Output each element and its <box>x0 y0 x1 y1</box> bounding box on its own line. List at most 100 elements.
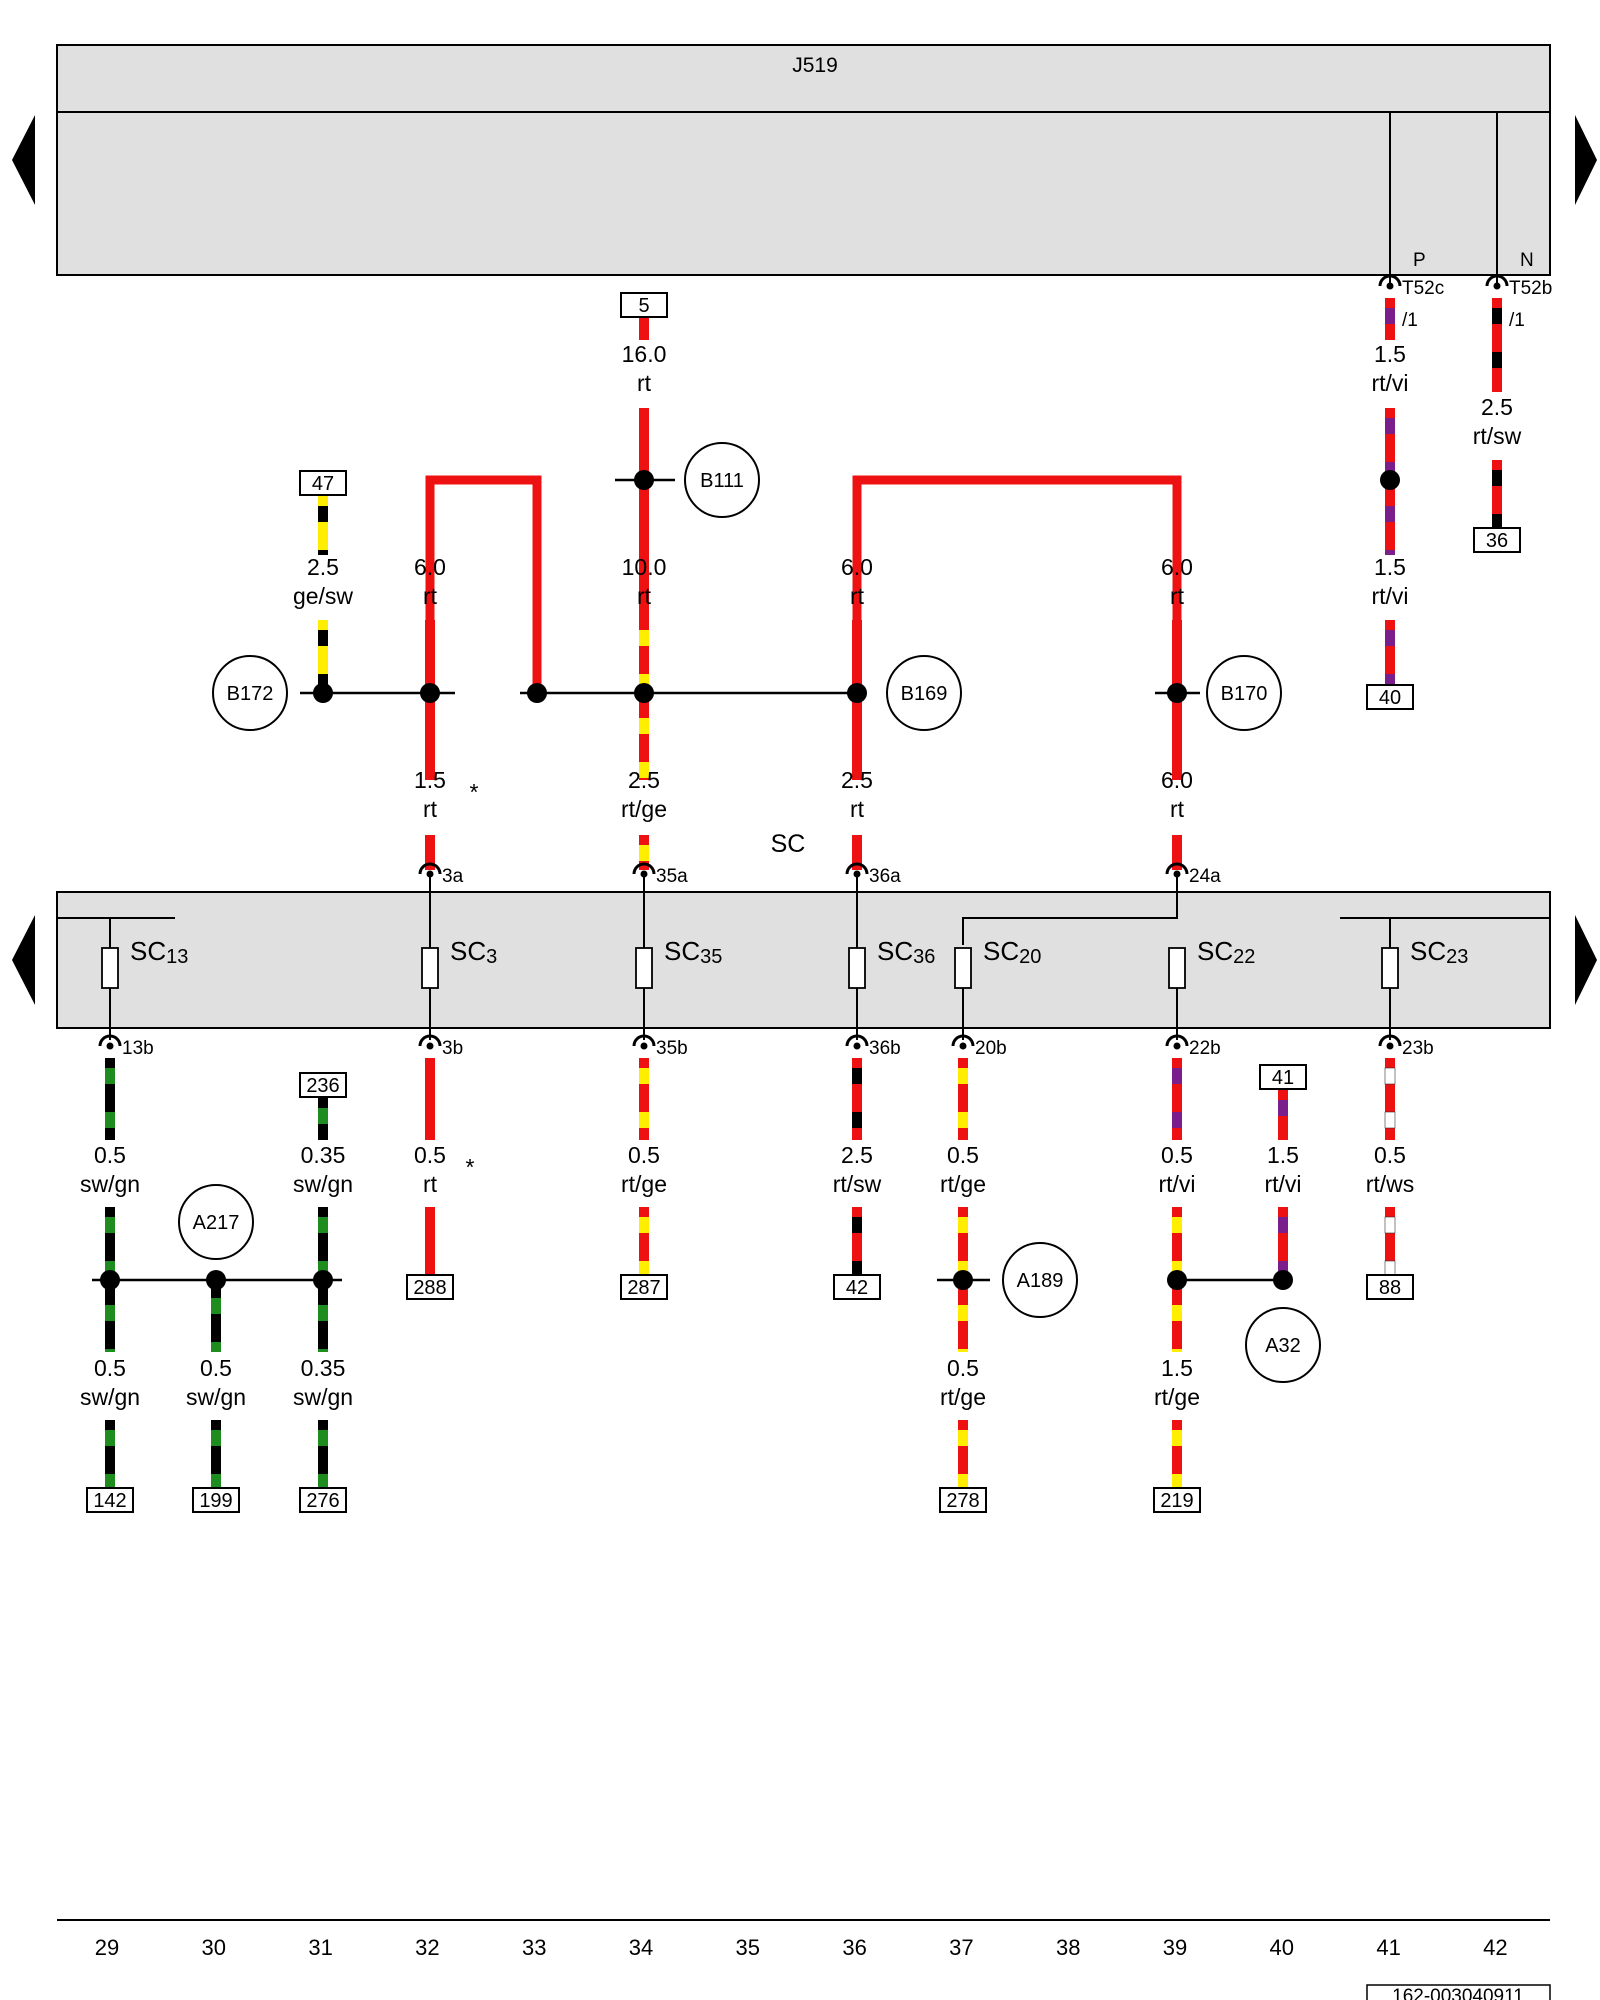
terminal-number[interactable]: 36 <box>1486 530 1508 552</box>
wire-size-label: 0.5 <box>200 1355 232 1381</box>
terminal-number[interactable]: 47 <box>312 473 334 495</box>
terminal-number[interactable]: 287 <box>627 1277 660 1299</box>
next-page-arrow-bottom[interactable] <box>1575 915 1597 1005</box>
wire-stripe <box>958 1430 968 1446</box>
wire-segment <box>852 835 862 870</box>
terminal-box[interactable] <box>939 1487 987 1513</box>
fuse-label: SC22 <box>1197 936 1255 968</box>
grid-column-number: 36 <box>842 1935 866 1960</box>
fuse-symbol <box>635 947 653 989</box>
wire-stripe <box>105 1068 115 1084</box>
wire-stripe <box>958 1217 968 1233</box>
terminal-number[interactable]: 40 <box>1379 687 1401 709</box>
splice-dot <box>313 1270 333 1290</box>
wire-stripe <box>852 1068 862 1084</box>
terminal-number[interactable]: 41 <box>1272 1067 1294 1089</box>
wire-stripe <box>318 1305 328 1321</box>
wire-segment <box>1172 1420 1182 1487</box>
splice-label-circle <box>684 442 760 518</box>
fuse-number: 13 <box>166 946 188 968</box>
fuse-carrier-band <box>56 891 1551 1029</box>
terminal-box[interactable] <box>86 1487 134 1513</box>
wire-size-label: 2.5 <box>307 554 339 580</box>
connector-pin <box>640 870 648 878</box>
wire-segment <box>105 1058 115 1140</box>
terminal-number[interactable]: 42 <box>846 1277 868 1299</box>
terminal-number[interactable]: 5 <box>638 295 649 317</box>
splice-label: B172 <box>227 683 274 705</box>
splice-label: A32 <box>1265 1335 1301 1357</box>
splice-dot <box>847 683 867 703</box>
terminal-box[interactable] <box>299 470 347 496</box>
fuse-number: 36 <box>913 946 935 968</box>
prev-page-arrow-bottom[interactable] <box>12 915 35 1005</box>
splice-dot <box>1273 1270 1293 1290</box>
wire-color-label: rt <box>850 583 865 609</box>
wire-segment <box>211 1288 221 1352</box>
connector-pin <box>1173 870 1181 878</box>
terminal-box[interactable] <box>299 1072 347 1098</box>
terminal-box[interactable] <box>620 1274 668 1300</box>
terminal-number[interactable]: 88 <box>1379 1277 1401 1299</box>
wire-color-label: rt <box>637 583 652 609</box>
wire-segment <box>958 1058 968 1140</box>
connector-pin <box>640 1042 648 1050</box>
fuse-symbol <box>101 947 119 989</box>
connector-pin-label: 3a <box>442 866 464 887</box>
terminal-box[interactable] <box>833 1274 881 1300</box>
splice-dot <box>634 470 654 490</box>
wire-stripe <box>1172 1474 1182 1487</box>
wire-color-label: rt <box>1170 796 1185 822</box>
terminal-box[interactable] <box>620 292 668 318</box>
wire-color-label: rt/vi <box>1264 1171 1301 1197</box>
terminal-number[interactable]: 236 <box>306 1075 339 1097</box>
wire-stripe <box>1384 1067 1396 1085</box>
terminal-box[interactable] <box>1153 1487 1201 1513</box>
wire-stripe <box>1492 308 1502 324</box>
terminal-box[interactable] <box>1366 684 1414 710</box>
splice-label: B169 <box>901 683 948 705</box>
fuse-prefix: SC <box>983 936 1019 966</box>
terminal-box[interactable] <box>406 1274 454 1300</box>
terminal-number[interactable]: 276 <box>306 1490 339 1512</box>
splice-label-circle <box>212 655 288 731</box>
symbol-layer <box>86 274 1521 1513</box>
splice-dot <box>313 683 333 703</box>
grid-column-number: 40 <box>1270 1935 1294 1960</box>
terminal-number[interactable]: 142 <box>93 1490 126 1512</box>
wire-size-label: 2.5 <box>841 1142 873 1168</box>
wire-segment <box>1492 460 1502 528</box>
connector-pin-label: 36a <box>869 866 901 887</box>
terminal-box[interactable] <box>299 1487 347 1513</box>
terminal-number[interactable]: 199 <box>199 1490 232 1512</box>
wire-segment <box>105 1420 115 1487</box>
connector-pin-label: 22b <box>1189 1038 1221 1059</box>
terminal-box[interactable] <box>1366 1274 1414 1300</box>
wire-stripe <box>105 1430 115 1446</box>
grid-column-number: 33 <box>522 1935 546 1960</box>
wire-segment <box>1492 298 1502 392</box>
terminal-number[interactable]: 288 <box>413 1277 446 1299</box>
wire-size-label: 0.5 <box>1374 1142 1406 1168</box>
wire-color-label: sw/gn <box>186 1384 246 1410</box>
wire-segment <box>1385 1207 1395 1275</box>
terminal-number[interactable]: 219 <box>1160 1490 1193 1512</box>
terminal-box[interactable] <box>192 1487 240 1513</box>
wire-stripe <box>1172 1068 1182 1084</box>
wire-segment <box>852 1207 862 1275</box>
grid-column-number: 38 <box>1056 1935 1080 1960</box>
splice-dot <box>420 683 440 703</box>
wire-stripe <box>958 1261 968 1277</box>
fuse-label: SC23 <box>1410 936 1468 968</box>
terminal-box[interactable] <box>1259 1064 1307 1090</box>
next-page-arrow-top[interactable] <box>1575 115 1597 205</box>
terminal-box[interactable] <box>1473 527 1521 553</box>
splice-label: A189 <box>1017 1270 1064 1292</box>
fuse-bus-lines <box>57 875 1550 948</box>
wire-stripe <box>1172 1217 1182 1233</box>
wire-stripe <box>639 762 649 778</box>
terminal-number[interactable]: 278 <box>946 1490 979 1512</box>
wire-color-label: rt/ge <box>1154 1384 1200 1410</box>
prev-page-arrow-top[interactable] <box>12 115 35 205</box>
